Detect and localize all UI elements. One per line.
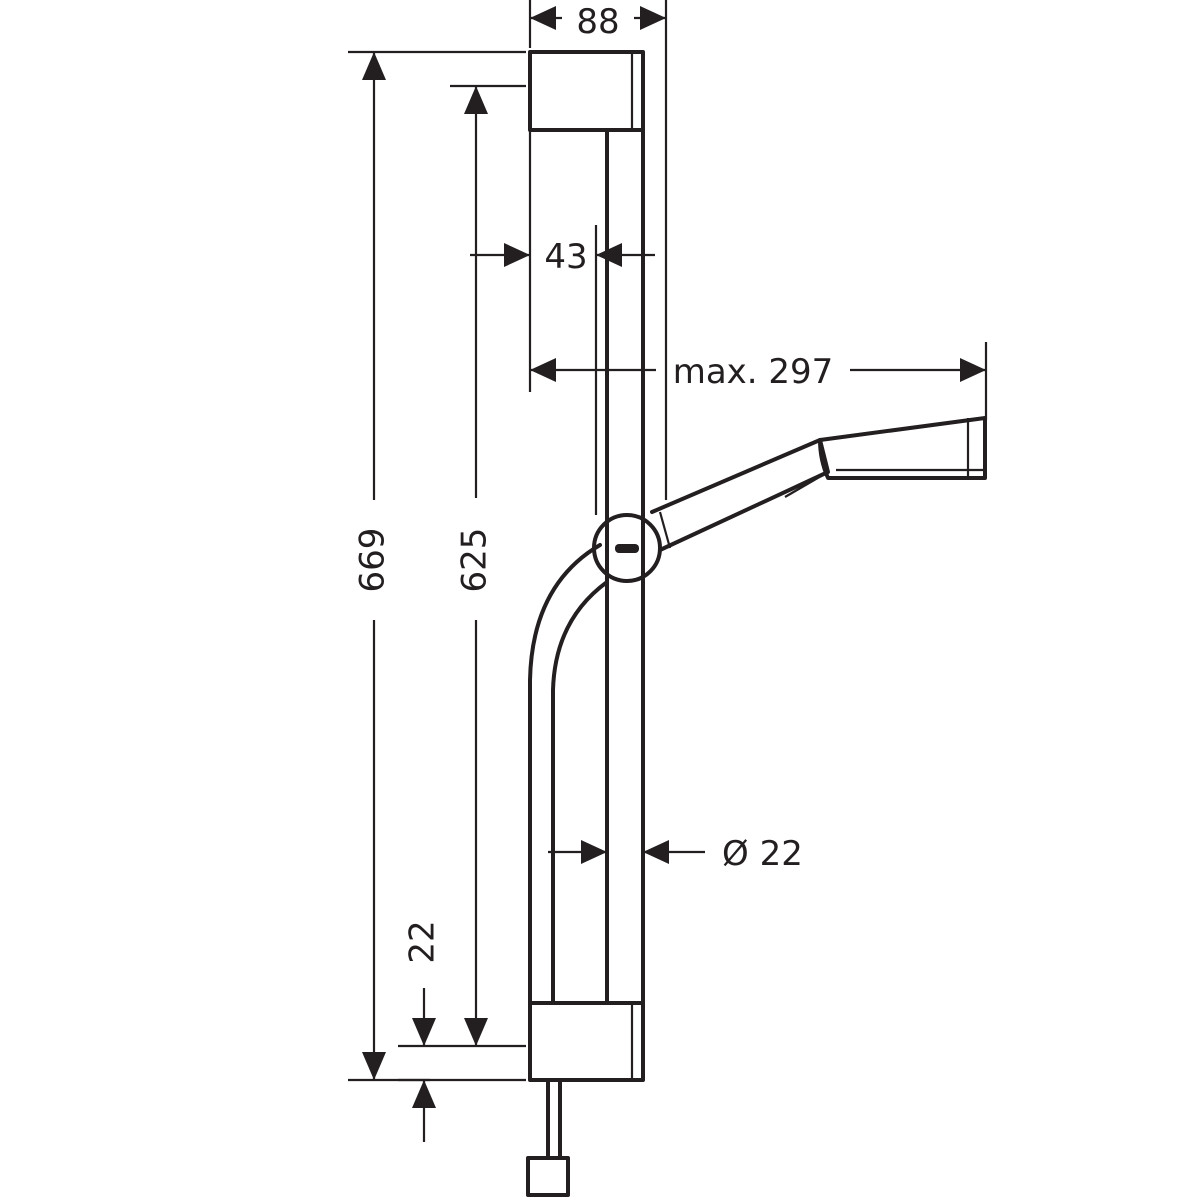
arrow-625-bottom (464, 1018, 488, 1046)
hose-curve (528, 543, 602, 1005)
hand-shower-head (818, 416, 987, 480)
dim-label-22: 22 (403, 920, 443, 963)
dim-rail-diameter: Ø 22 (548, 834, 803, 874)
arrow-d22-left (581, 840, 607, 864)
dim-max-reach: max. 297 (528, 130, 988, 420)
top-wall-bracket (528, 50, 645, 132)
dim-label-625: 625 (455, 528, 495, 593)
bottom-wall-bracket (528, 1001, 645, 1082)
arrow-22-top (412, 1018, 436, 1046)
hand-shower-handle (650, 438, 830, 552)
dimension-lines: 88 43 max. 297 (348, 0, 988, 1142)
slider-release-button (615, 544, 639, 553)
arrow-669-bottom (362, 1052, 386, 1080)
dim-top-width: 88 (528, 0, 668, 500)
arrow-669-top (362, 52, 386, 80)
dim-label-88: 88 (576, 2, 619, 42)
arrow-43-left (504, 243, 530, 267)
dim-rail-offset: 43 (470, 225, 655, 515)
dim-bottom-offset: 22 (398, 920, 443, 1142)
dim-total-height: 669 (348, 50, 526, 1082)
dim-label-43: 43 (544, 237, 587, 277)
arrow-88-left (530, 6, 556, 30)
arrow-625-top (464, 86, 488, 114)
shower-rail-outline (526, 50, 987, 1197)
dim-fixing-distance: 625 (430, 84, 526, 1048)
arrow-297-right (960, 358, 986, 382)
hose-end-fitting (526, 1156, 570, 1197)
arrow-43-right (596, 243, 622, 267)
dim-label-669: 669 (353, 528, 393, 593)
dim-label-d22: Ø 22 (722, 834, 803, 874)
arrow-88-right (640, 6, 666, 30)
arrow-297-left (530, 358, 556, 382)
arrow-d22-right (643, 840, 669, 864)
hose-curve-inner (551, 580, 609, 1005)
dim-label-max-297: max. 297 (673, 352, 834, 392)
arrow-22-bottom (412, 1080, 436, 1108)
